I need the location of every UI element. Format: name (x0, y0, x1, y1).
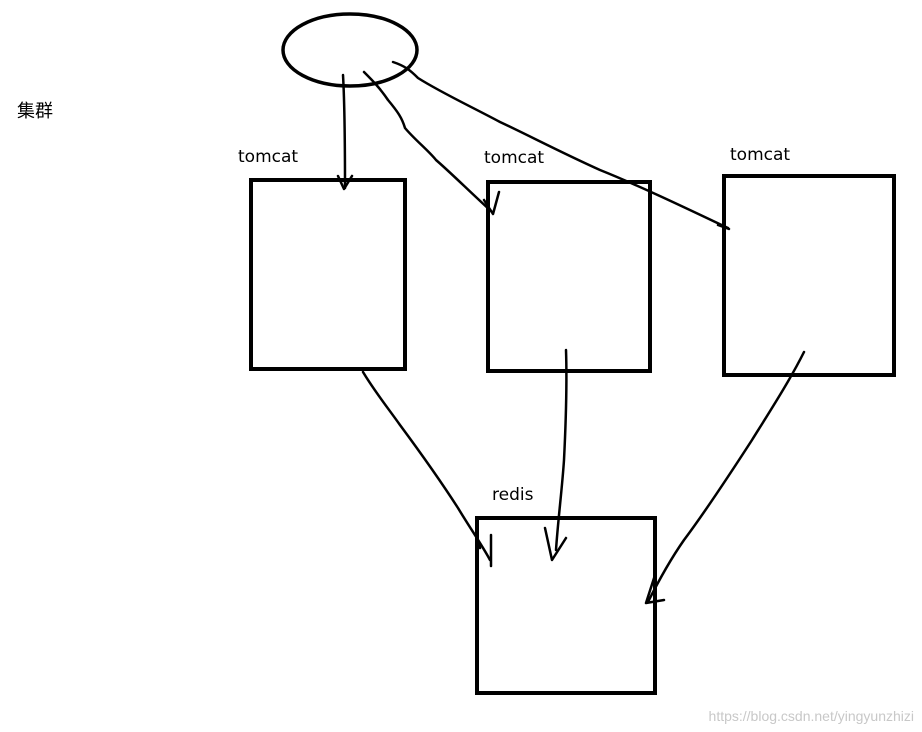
arrowhead-client-tomcat-3 (716, 223, 731, 231)
arrowhead-client-tomcat-2 (482, 190, 501, 216)
arrow-tomcat-3-redis (646, 350, 806, 604)
arrowhead-client-tomcat-1 (336, 174, 354, 191)
tomcat-box-2 (486, 180, 652, 373)
redis-label: redis (492, 485, 534, 505)
tomcat-label-2: tomcat (484, 148, 545, 168)
tomcat-box-3 (722, 174, 896, 377)
redis-box (475, 516, 657, 695)
arrow-tomcat-2-redis (554, 348, 568, 552)
tomcat-label-3: tomcat (730, 145, 791, 165)
arrowhead-tomcat-3-redis (644, 573, 666, 605)
arrowhead-tomcat-2-redis (543, 526, 568, 562)
tomcat-label-1: tomcat (238, 147, 299, 167)
tomcat-box-1 (249, 178, 407, 371)
client-ellipse (281, 12, 419, 88)
arrow-client-tomcat-2 (362, 70, 494, 214)
cluster-label: 集群 (17, 101, 53, 122)
arrow-tomcat-1-redis (361, 370, 492, 562)
arrow-client-tomcat-3 (391, 60, 730, 230)
arrow-client-tomcat-1 (341, 73, 347, 190)
arrowhead-tomcat-1-redis (475, 533, 493, 568)
watermark-text: https://blog.csdn.net/yingyunzhizi (708, 708, 914, 724)
